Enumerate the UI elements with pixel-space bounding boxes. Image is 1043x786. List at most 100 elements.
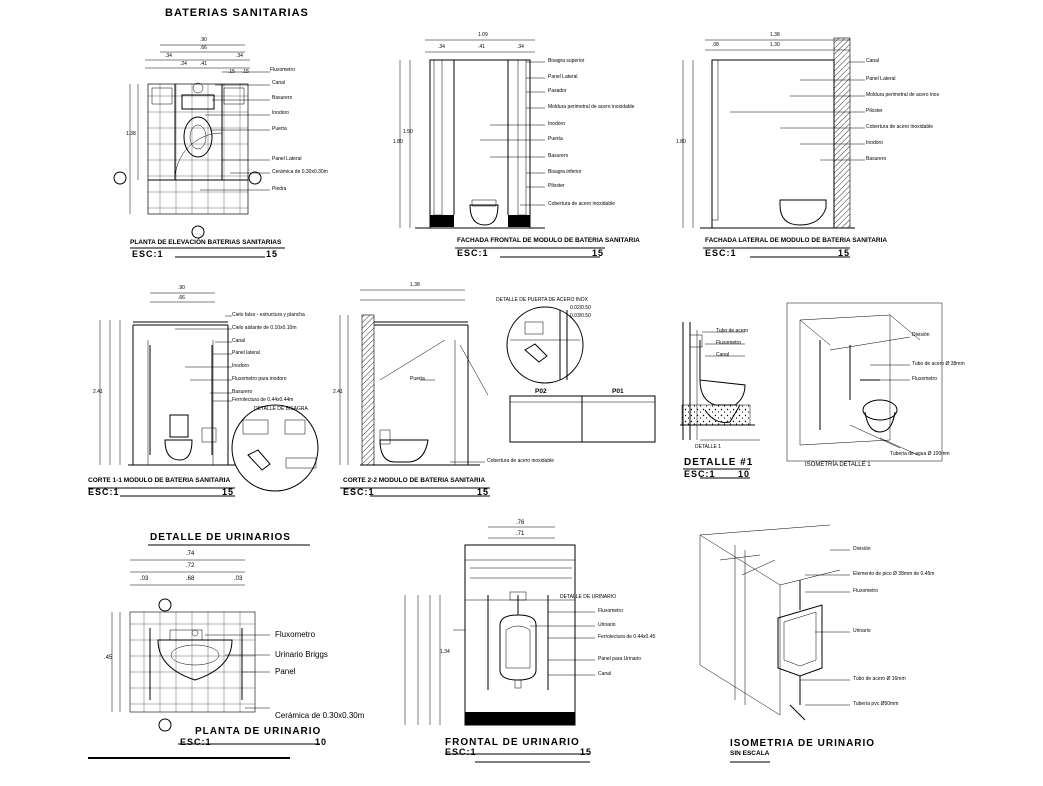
- callout: Panel: [275, 667, 296, 676]
- callout: Inodoro: [866, 140, 883, 146]
- callout: Cobertura de acero inoxidable: [548, 201, 615, 207]
- callout: DETALLE 1: [695, 444, 722, 450]
- title-isometria-1: ISOMETRÍA DETALLE 1: [805, 462, 871, 468]
- dim: .66: [200, 45, 207, 51]
- callout: Basurero: [232, 389, 253, 395]
- scale-fachada-lateral: ESC:1: [705, 248, 737, 258]
- callout: Fluxometro: [912, 376, 938, 382]
- callout: Tubo de acero Ø 16mm: [853, 676, 906, 682]
- dim: .34: [165, 53, 172, 59]
- heading-urinarios: DETALLE DE URINARIOS: [150, 532, 291, 543]
- title-planta-bateria: PLANTA DE ELEVACIÓN BATERIAS SANITARIAS: [130, 239, 282, 246]
- callout: Tuberia de agua Ø 100mm: [890, 451, 950, 457]
- dim: 1.38: [126, 131, 136, 137]
- dim: .03: [140, 576, 149, 582]
- title-isometria-urinario: ISOMETRIA DE URINARIO: [730, 738, 876, 749]
- callout: Inodoro: [548, 121, 565, 127]
- callout: Canal: [232, 338, 246, 344]
- table-header-p01: P01: [612, 388, 624, 395]
- callout: Piloster: [548, 183, 565, 189]
- scale-value-detalle-1: 10: [738, 469, 751, 479]
- callout: Fluxometro: [853, 588, 879, 594]
- callout: Canal: [716, 352, 730, 358]
- callout: Pasador: [548, 88, 567, 94]
- callout: DETALLE DE BISAGRA: [254, 406, 308, 412]
- view-planta-bateria: [113, 44, 285, 258]
- callout: Inodoro: [272, 110, 289, 116]
- view-tabla: [509, 395, 656, 443]
- callout: Basurero: [548, 153, 569, 159]
- dim: .34: [236, 53, 243, 59]
- callout: Moldura perimetral de acero inox: [866, 92, 940, 98]
- callout: Panel para Urinario: [598, 656, 642, 662]
- callout: Bisagra inferior: [548, 169, 582, 175]
- callout: Canal: [866, 58, 880, 64]
- callout: Basurero: [272, 95, 293, 101]
- title-fachada-lateral: FACHADA LATERAL DE MODULO DE BATERIA SAN…: [705, 237, 888, 244]
- dim: .24: [180, 61, 187, 67]
- title-corte-2: CORTE 2-2 MODULO DE BATERIA SANITARIA: [343, 477, 486, 484]
- view-isometria-1: [786, 302, 943, 462]
- callout: DETALLE DE URINARIO: [560, 594, 617, 600]
- dim: .90: [178, 285, 185, 291]
- callout: Fluxometro para inodoro: [232, 376, 287, 382]
- callout: Piloster: [866, 108, 883, 114]
- callout: División: [912, 332, 930, 338]
- callout: Tubería pvc Ø50mm: [853, 701, 899, 707]
- callout: Panel lateral: [232, 350, 260, 356]
- callout: Puerta: [272, 126, 287, 132]
- title-frontal-urinario: FRONTAL DE URINARIO: [445, 737, 580, 748]
- callout: Tubo de acero Ø 38mm: [912, 361, 965, 367]
- dim: 1.80: [676, 139, 686, 145]
- scale-planta-bateria: ESC:1: [132, 249, 164, 259]
- scale-value-frontal-urinario: 15: [580, 747, 593, 757]
- callout: Cielo falso - estructura y plancha: [232, 312, 305, 318]
- scale-value-fachada-frontal: 15: [592, 248, 605, 258]
- dim: .45: [104, 655, 113, 661]
- dim: 1.30: [770, 42, 780, 48]
- scale-value-planta-urinario: 10: [315, 737, 328, 747]
- dim: .66: [178, 295, 185, 301]
- title-corte-1: CORTE 1-1 MODULO DE BATERIA SANITARIA: [88, 477, 231, 484]
- dim: .03: [234, 576, 243, 582]
- scale-corte-2: ESC:1: [343, 487, 375, 497]
- view-frontal-urinario: [404, 526, 595, 763]
- dim: .15: [228, 69, 235, 75]
- callout: Cobertura de acero inoxidable: [487, 458, 554, 464]
- view-fachada-lateral: [682, 37, 865, 258]
- scale-detalle-1: ESC:1: [684, 469, 716, 479]
- callout: Urinario: [598, 622, 616, 628]
- dim: .76: [516, 520, 525, 526]
- title-fachada-frontal: FACHADA FRONTAL DE MODULO DE BATERIA SAN…: [457, 237, 640, 244]
- callout: Puerta: [410, 376, 425, 382]
- view-detalle-1: [680, 322, 760, 479]
- callout: Tubo de acero: [716, 328, 749, 334]
- callout: División: [853, 546, 871, 552]
- callout: Canal: [598, 671, 612, 677]
- dim: .41: [478, 44, 485, 50]
- callout: Cerámica de 0.30x0.30m: [275, 711, 365, 720]
- scale-value-corte-1: 15: [222, 487, 235, 497]
- dim: .41: [200, 61, 207, 67]
- scale-value-fachada-lateral: 15: [838, 248, 851, 258]
- scale-value-planta-bateria: 15: [266, 249, 279, 259]
- dim: .71: [516, 531, 525, 537]
- scale-frontal-urinario: ESC:1: [445, 747, 477, 757]
- callout: Bisagra superior: [548, 58, 585, 64]
- dim: .72: [186, 563, 195, 569]
- callout: Fluxometro: [598, 608, 624, 614]
- subtitle-isometria-urinario: SIN ESCALA: [730, 750, 770, 757]
- dim: .15: [242, 69, 249, 75]
- title-detalle-1: DETALLE #1: [684, 457, 754, 468]
- view-corte-1: [88, 292, 319, 497]
- callout: Inodoro: [232, 363, 249, 369]
- callout: Canal: [272, 80, 286, 86]
- dim: 1.50: [403, 129, 413, 135]
- callout: Elemento de pico Ø 38mm de 0.45m: [853, 571, 935, 577]
- scale-fachada-frontal: ESC:1: [457, 248, 489, 258]
- callout: Fluxometro: [270, 67, 296, 73]
- dim: 1.80: [393, 139, 403, 145]
- dim: 2.41: [333, 389, 343, 395]
- callout: Moldura perimetral de acero inoxidable: [548, 104, 635, 110]
- dim: 1.09: [478, 32, 488, 38]
